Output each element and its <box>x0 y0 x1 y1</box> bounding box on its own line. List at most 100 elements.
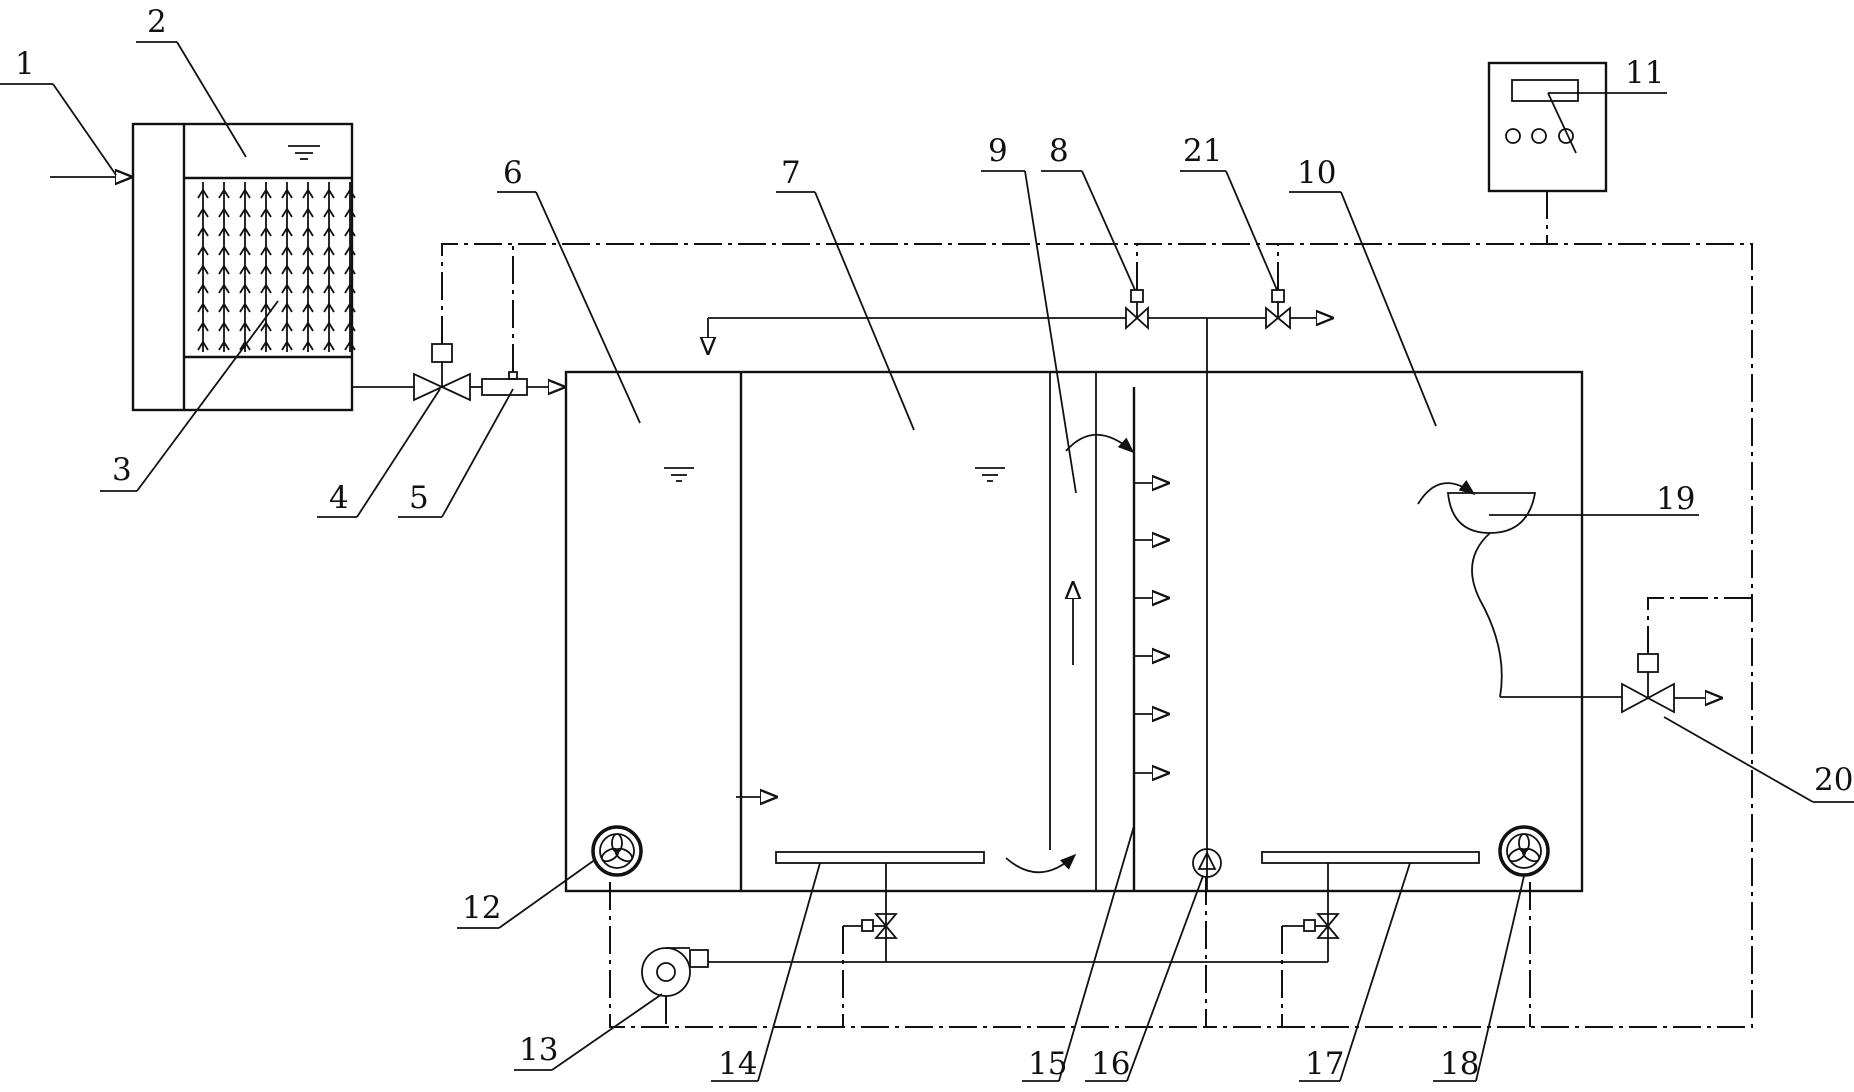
filter-arrow <box>218 245 230 256</box>
filter-arrow <box>239 207 251 218</box>
aerator-14 <box>775 851 985 962</box>
filter-media-arrows <box>197 182 356 352</box>
fan-icon <box>1498 825 1550 877</box>
filter-arrow <box>302 245 314 256</box>
flowmeter-icon <box>481 371 528 396</box>
filter-arrow <box>239 340 251 351</box>
filter-arrow <box>260 321 272 332</box>
filter-arrow <box>239 245 251 256</box>
filter-arrow <box>323 302 335 313</box>
valve-icon <box>1125 289 1149 331</box>
filter-arrow <box>323 188 335 199</box>
filter-arrow <box>281 207 293 218</box>
filter-arrow <box>281 264 293 275</box>
filter-arrow <box>218 283 230 294</box>
filter-arrow <box>197 283 209 294</box>
filter-arrow <box>344 188 356 199</box>
label-21: 21 <box>1183 133 1222 169</box>
filter-arrow <box>302 302 314 313</box>
label-6: 6 <box>503 155 523 191</box>
filter-arrow <box>260 245 272 256</box>
filter-arrow <box>260 264 272 275</box>
water-level-icon <box>975 467 1005 482</box>
filter-arrow <box>323 226 335 237</box>
filter-arrow <box>344 264 356 275</box>
filter-arrow <box>197 302 209 313</box>
filter-arrow <box>260 340 272 351</box>
controller-box <box>1487 61 1608 193</box>
filter-arrow <box>239 226 251 237</box>
filter-arrow <box>260 302 272 313</box>
filter-arrow <box>260 283 272 294</box>
filter-arrow <box>302 226 314 237</box>
top-turn-arrow <box>1065 433 1135 454</box>
filter-arrow <box>281 340 293 351</box>
label-5: 5 <box>409 480 429 516</box>
label-10: 10 <box>1297 155 1336 191</box>
valve-icon <box>1282 913 1340 939</box>
filter-arrow <box>197 226 209 237</box>
label-2: 2 <box>147 4 167 40</box>
label-4: 4 <box>329 480 349 516</box>
filter-arrow <box>344 340 356 351</box>
filter-arrow <box>218 340 230 351</box>
label-19: 19 <box>1656 481 1695 517</box>
filter-arrow <box>344 283 356 294</box>
filter-arrow <box>218 207 230 218</box>
label-20: 20 <box>1814 762 1853 798</box>
filter-arrow <box>323 283 335 294</box>
label-7: 7 <box>781 155 801 191</box>
filter-arrow <box>239 321 251 332</box>
filter-arrow <box>323 245 335 256</box>
filter-arrow <box>344 245 356 256</box>
filter-arrow <box>302 340 314 351</box>
label-18: 18 <box>1440 1046 1479 1082</box>
label-9: 9 <box>988 133 1008 169</box>
callouts <box>0 41 1854 1082</box>
filter-arrow <box>281 302 293 313</box>
filter-arrow <box>344 321 356 332</box>
filter-arrow <box>344 226 356 237</box>
filter-arrow <box>323 321 335 332</box>
label-11: 11 <box>1625 55 1664 91</box>
filter-arrow <box>197 188 209 199</box>
label-13: 13 <box>519 1032 558 1068</box>
filter-arrow <box>197 264 209 275</box>
filter-arrow <box>281 245 293 256</box>
valve-icon <box>413 343 471 402</box>
label-1: 1 <box>15 46 35 82</box>
control-lines <box>441 191 1753 1028</box>
label-16: 16 <box>1091 1046 1130 1082</box>
labels: 1 2 3 4 5 6 7 9 8 21 10 11 12 13 14 15 1… <box>15 4 1853 1082</box>
filter-arrow <box>281 283 293 294</box>
valve-icon <box>843 913 898 939</box>
circulation-arrow <box>1417 479 1476 505</box>
filter-arrow <box>218 302 230 313</box>
filter-arrow <box>260 188 272 199</box>
valve-icon <box>1265 289 1291 330</box>
filter-arrow <box>302 188 314 199</box>
bottom-turn-arrow <box>1005 853 1077 874</box>
water-level-icon <box>664 467 694 482</box>
label-12: 12 <box>462 890 501 926</box>
filter-arrow <box>323 340 335 351</box>
filter-arrow <box>218 226 230 237</box>
pretreatment-tank <box>131 122 356 412</box>
filter-arrow <box>302 264 314 275</box>
filter-arrow <box>218 188 230 199</box>
filter-arrow <box>260 207 272 218</box>
filter-arrow <box>302 207 314 218</box>
decanter-hose <box>1471 532 1503 698</box>
label-17: 17 <box>1305 1046 1344 1082</box>
valve-icon <box>1621 653 1675 714</box>
overflow-outlet-arrows <box>1134 483 1168 773</box>
label-3: 3 <box>112 452 132 488</box>
filter-arrow <box>281 226 293 237</box>
filter-arrow <box>239 264 251 275</box>
filter-arrow <box>260 226 272 237</box>
filter-arrow <box>281 321 293 332</box>
filter-arrow <box>197 321 209 332</box>
filter-arrow <box>197 245 209 256</box>
water-level-icon <box>288 145 320 160</box>
main-reactor <box>564 370 1622 962</box>
